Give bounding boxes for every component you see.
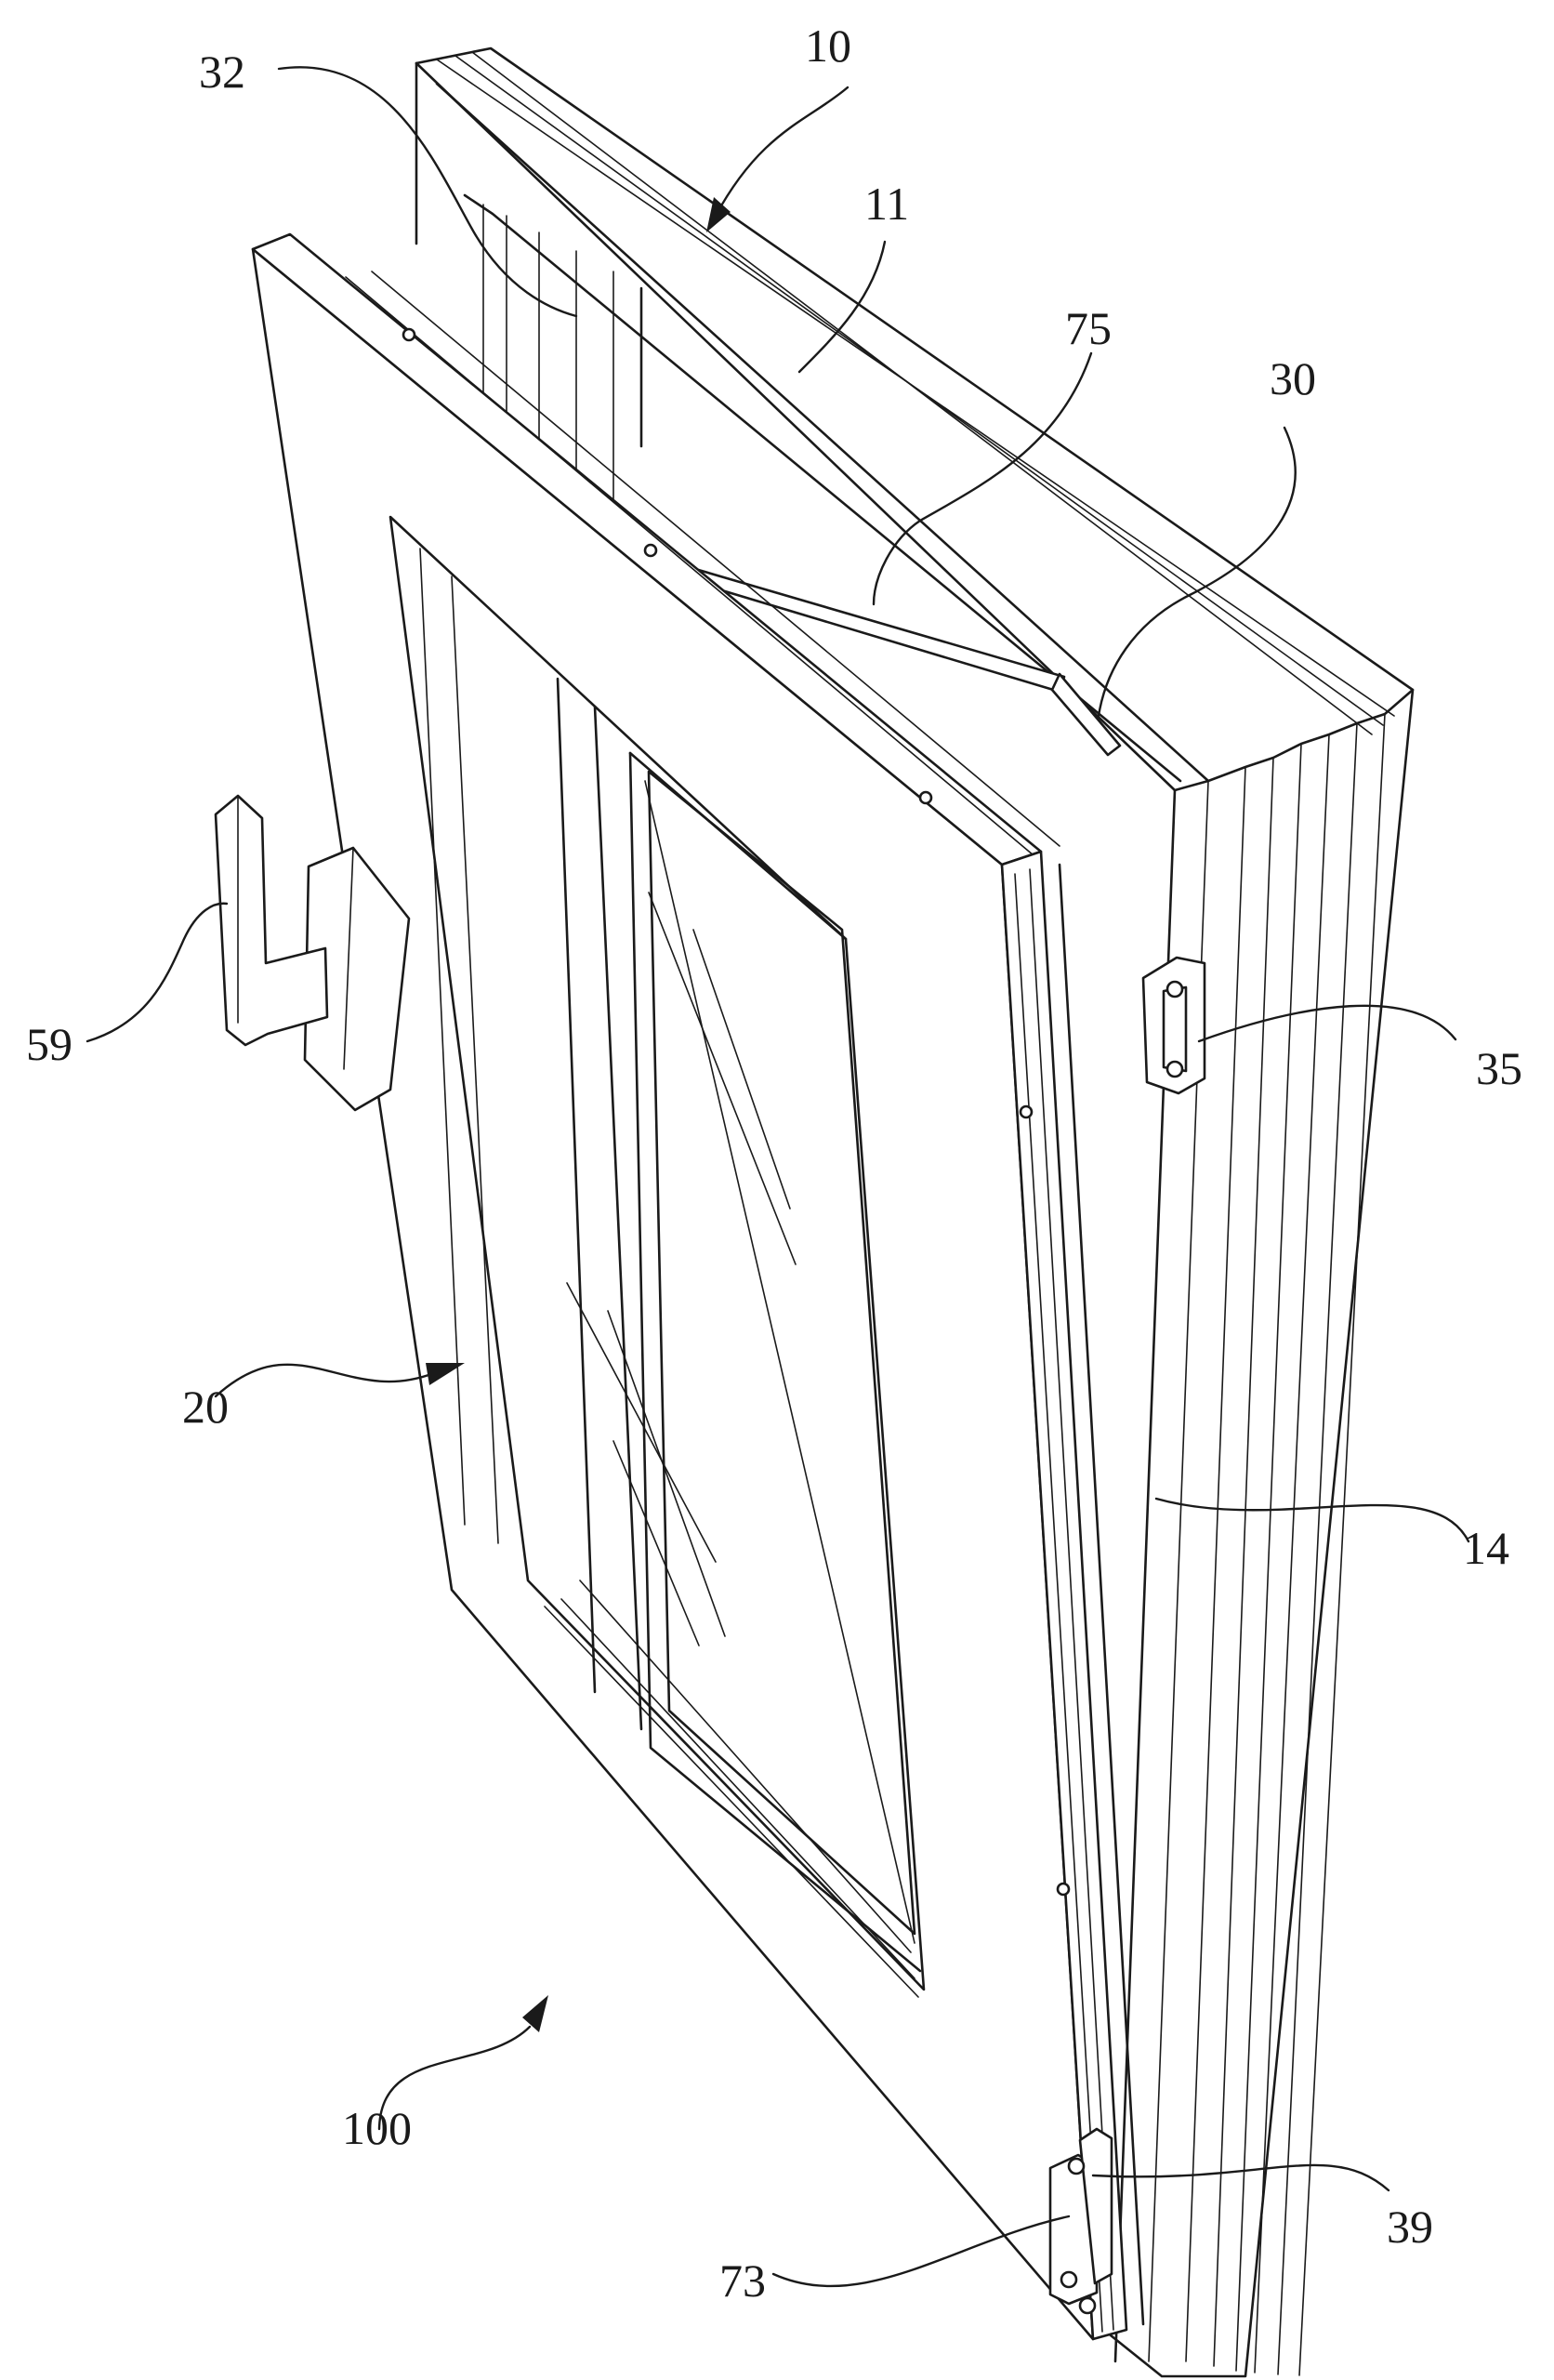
label-14: 14 — [1463, 1522, 1509, 1574]
label-75: 75 — [1065, 302, 1112, 354]
label-100: 100 — [342, 2102, 412, 2154]
label-10: 10 — [805, 20, 851, 72]
label-11: 11 — [864, 178, 909, 230]
label-20: 20 — [182, 1381, 229, 1433]
bottom-hinge — [1048, 2127, 1113, 2315]
leaders — [86, 66, 1470, 2288]
handle — [214, 794, 411, 1112]
label-59: 59 — [26, 1018, 72, 1070]
label-32: 32 — [199, 46, 245, 98]
label-39: 39 — [1387, 2201, 1433, 2253]
label-35: 35 — [1476, 1042, 1522, 1094]
label-30: 30 — [1270, 352, 1316, 404]
side-hinge — [1141, 956, 1206, 1095]
label-73: 73 — [719, 2254, 766, 2307]
reference-numerals: 32 10 11 75 30 59 35 20 14 100 39 73 — [26, 20, 1522, 2307]
sash — [251, 232, 1145, 2341]
